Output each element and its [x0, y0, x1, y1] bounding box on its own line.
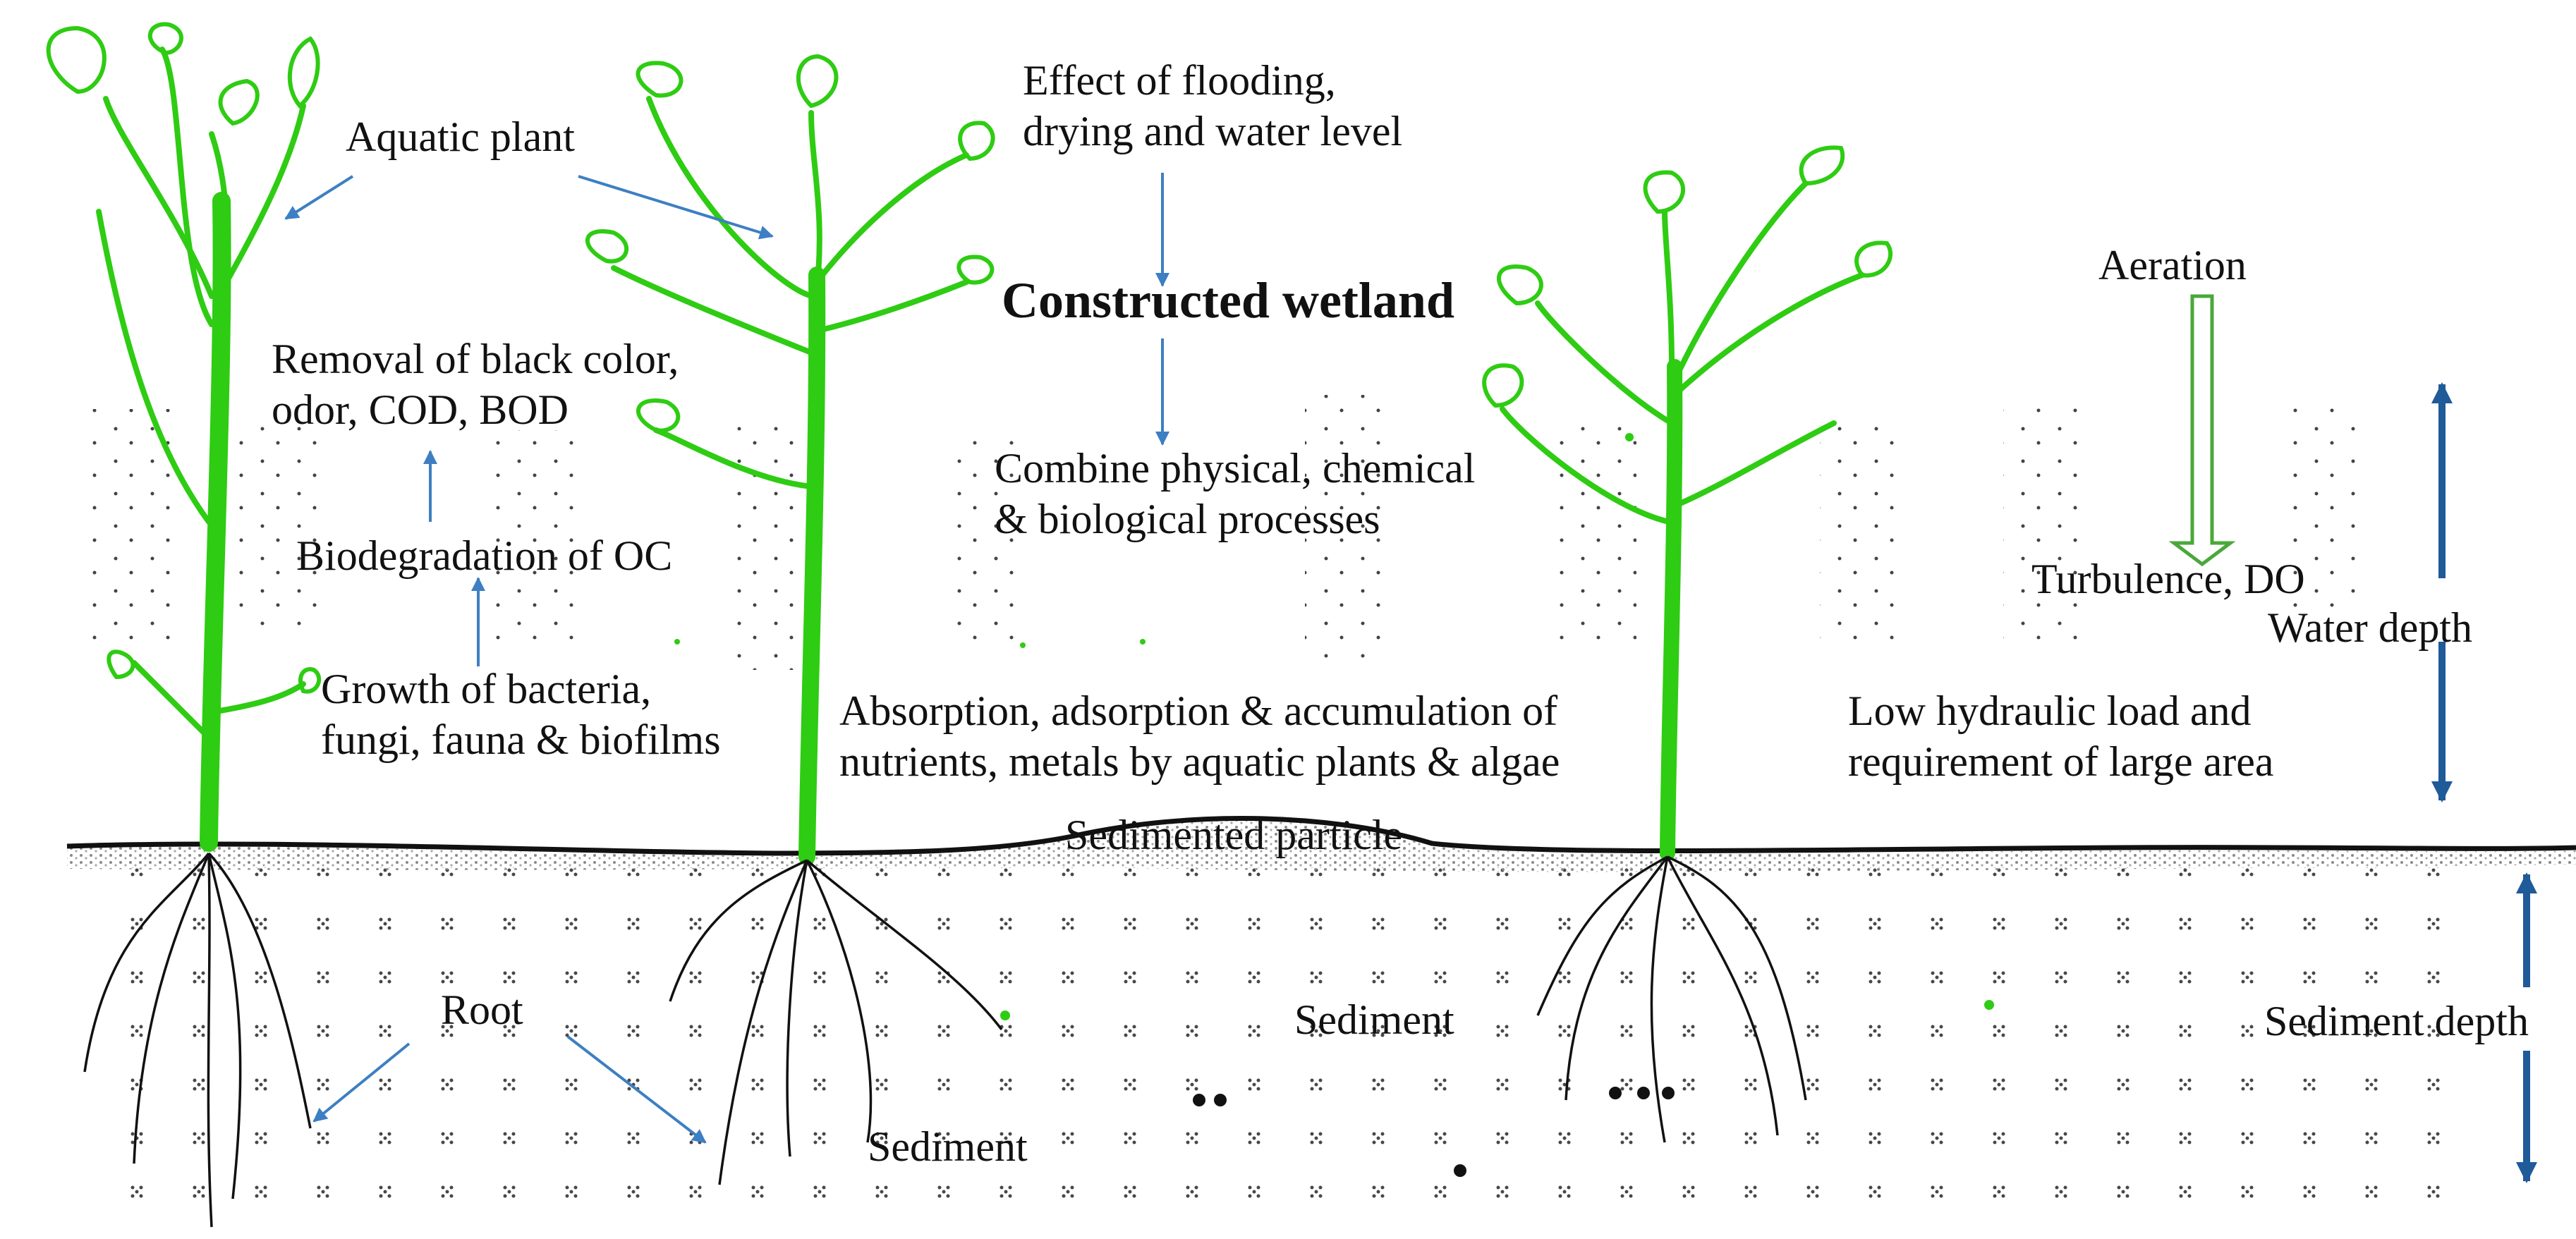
- water-dot-texture: [92, 395, 2363, 670]
- aquatic-plant-2: [585, 54, 995, 865]
- label-flooding-effect: Effect of flooding, drying and water lev…: [1023, 57, 1403, 154]
- soil-line: [66, 816, 2576, 856]
- label-biodegradation: Biodegradation of OC: [296, 532, 673, 579]
- algae-specks: [674, 433, 1994, 1020]
- label-hydraulic-load: Low hydraulic load and requirement of la…: [1848, 688, 2274, 785]
- aquatic-plant-3: [1482, 145, 1892, 861]
- sediment-particles: [1193, 1087, 1675, 1177]
- annotation-arrows: [284, 173, 1169, 1144]
- label-sediment-depth: Sediment depth: [2264, 998, 2529, 1044]
- label-aeration: Aeration: [2098, 242, 2247, 288]
- aquatic-plant-1: [46, 22, 322, 852]
- sedimented-particle-band: [67, 821, 2576, 872]
- label-aquatic-plant: Aquatic plant: [346, 114, 575, 160]
- label-sediment-bottom: Sediment: [868, 1123, 1028, 1170]
- label-removal: Removal of black color, odor, COD, BOD: [272, 336, 679, 433]
- sediment-layer: [85, 867, 2483, 1199]
- diagram-title: Constructed wetland: [1002, 272, 1454, 329]
- depth-arrows: [2431, 382, 2537, 1183]
- roots: [83, 852, 1807, 1228]
- label-water-depth: Water depth: [2268, 604, 2473, 651]
- label-growth: Growth of bacteria, fungi, fauna & biofi…: [321, 666, 721, 763]
- aeration-arrow: [2168, 294, 2236, 567]
- label-turbulence: Turbulence, DO: [2031, 556, 2305, 602]
- label-sedimented-particle: Sedimented particle: [1065, 812, 1403, 858]
- label-sediment-mid: Sediment: [1294, 996, 1454, 1043]
- label-absorption: Absorption, adsorption & accumulation of…: [839, 688, 1560, 785]
- label-root: Root: [441, 987, 523, 1033]
- label-combine-processes: Combine physical, chemical & biological …: [995, 445, 1476, 542]
